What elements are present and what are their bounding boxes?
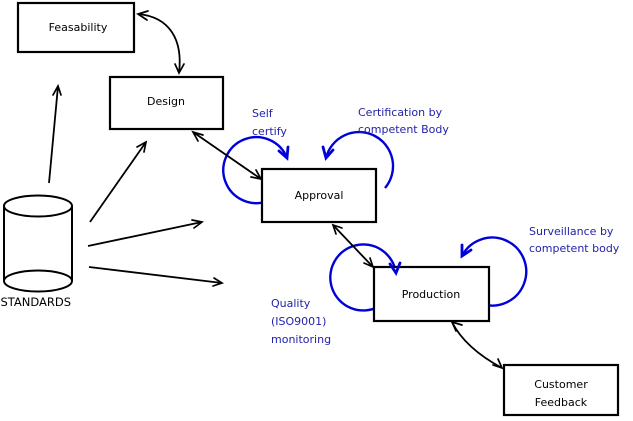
arrowhead-standards-to-design <box>136 140 148 153</box>
certification-loop-arc <box>324 130 395 189</box>
edge-standards-feasability <box>48 85 59 184</box>
arrowhead-standards-to-production <box>212 277 224 287</box>
standards-label: STANDARDS <box>1 295 72 309</box>
surveillance-loop-arc <box>460 236 528 307</box>
edge-standards-approval <box>87 221 203 247</box>
design-label: Design <box>147 95 185 108</box>
annotation-quality: Quality (ISO9001) monitoring <box>271 297 331 346</box>
arrowhead-standards-to-approval <box>191 219 205 229</box>
production-box <box>372 265 491 323</box>
node-design: Design <box>108 75 225 131</box>
loop-self-certify <box>222 135 289 205</box>
customer-feedback-label-line2: Feedback <box>535 396 588 409</box>
edge-production-customer-feedback <box>451 321 503 369</box>
design-box <box>108 75 225 131</box>
arrowhead-standards-to-feasability <box>52 83 62 96</box>
production-label: Production <box>402 288 461 301</box>
arrowhead-into-customer-feedback <box>492 358 504 370</box>
arrowhead-into-production-left <box>363 257 375 269</box>
surveillance-line1: Surveillance by <box>529 225 614 238</box>
customer-feedback-box <box>502 363 620 417</box>
quality-loop-arc <box>329 243 398 312</box>
arrowhead-self-certify <box>277 145 290 161</box>
annotation-certification: Certification by competent Body <box>358 106 449 136</box>
edge-standards-design <box>89 141 147 223</box>
loop-certification <box>324 130 395 189</box>
self-certify-line1: Self <box>252 107 274 120</box>
blue-arrowheads <box>277 145 473 276</box>
edge-design-approval <box>192 131 262 180</box>
node-customer-feedback: Customer Feedback <box>502 363 620 417</box>
approval-label: Approval <box>295 189 344 202</box>
certification-line1: Certification by <box>358 106 443 119</box>
arrowhead-quality <box>388 261 402 276</box>
annotation-self-certify: Self certify <box>252 107 287 138</box>
arrowhead-into-design-bottom <box>191 130 204 142</box>
edge-feasability-design <box>137 13 181 74</box>
edge-approval-production <box>332 224 374 268</box>
black-arrowheads <box>52 10 504 370</box>
customer-feedback-label-line1: Customer <box>534 378 588 391</box>
quality-line2: (ISO9001) <box>271 315 326 328</box>
node-standards: STANDARDS <box>1 194 73 309</box>
annotation-surveillance: Surveillance by competent body <box>529 225 620 255</box>
self-certify-line2: certify <box>252 125 287 138</box>
quality-line3: monitoring <box>271 333 331 346</box>
edges-black <box>48 13 503 369</box>
arrowhead-into-approval-bottom <box>331 223 343 235</box>
node-feasability: Feasability <box>16 1 136 54</box>
feasability-label: Feasability <box>49 21 108 34</box>
node-approval: Approval <box>260 167 378 224</box>
surveillance-line2: competent body <box>529 242 620 255</box>
arrowhead-certification <box>321 145 335 161</box>
arrowhead-surveillance <box>460 243 473 259</box>
arrowhead-into-production-bottom <box>450 320 463 332</box>
approval-box <box>260 167 378 224</box>
feasability-box <box>16 1 136 54</box>
edge-standards-production <box>88 266 223 284</box>
cylinder-bottom-ellipse <box>3 269 73 293</box>
loop-quality <box>329 243 398 312</box>
certification-line2: competent Body <box>358 123 449 136</box>
arrowhead-into-design-top <box>174 63 185 75</box>
arrowhead-into-approval-left <box>250 169 263 181</box>
node-production: Production <box>372 265 491 323</box>
self-certify-loop-arc <box>222 135 289 205</box>
cylinder-top-ellipse <box>3 194 73 218</box>
arrowhead-into-feasability <box>136 10 149 21</box>
quality-line1: Quality <box>271 297 311 310</box>
loop-surveillance <box>460 236 528 307</box>
